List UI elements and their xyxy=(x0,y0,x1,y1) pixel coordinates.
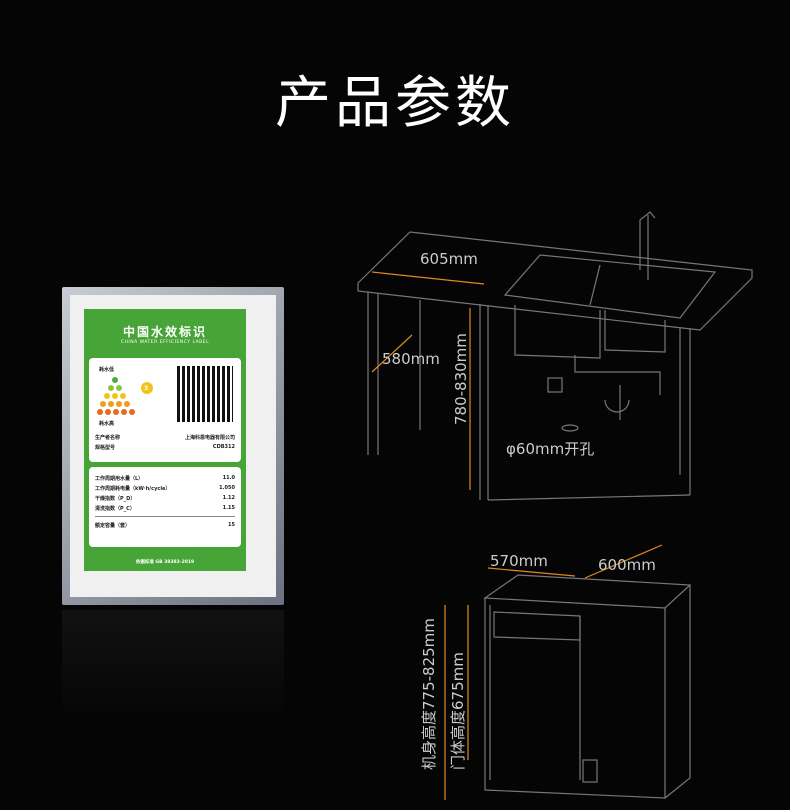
label-title: 中国水效标识 xyxy=(122,325,207,339)
spec-row: 清洗指数（P_C）1.15 xyxy=(95,505,235,512)
page-title: 产品参数 xyxy=(275,71,515,136)
label-reflection xyxy=(62,610,284,720)
grade-value: 3 xyxy=(144,385,149,392)
dishwasher-drawing xyxy=(483,574,692,799)
qr-code xyxy=(177,366,233,422)
label-standard: 依据标准 GB 38383-2019 xyxy=(135,560,195,565)
drain-hole: φ60mm开孔 xyxy=(506,440,595,458)
machine-height: 机身高度775-825mm xyxy=(420,618,438,770)
spec-row: 额定容量（套）15 xyxy=(95,522,235,529)
label-subtitle: CHINA WATER EFFICIENCY LABEL xyxy=(120,340,210,345)
cabinet-drawing xyxy=(357,211,753,501)
machine-width: 570mm xyxy=(490,552,548,570)
producer: 上海科恩电器有限公司 xyxy=(184,434,235,441)
model: CDB312 xyxy=(212,444,235,450)
cabinet-width: 605mm xyxy=(420,250,478,268)
grade-high: 耗水高 xyxy=(99,421,115,427)
producer-label: 生产者名称 xyxy=(95,434,121,441)
cabinet-depth: 580mm xyxy=(382,350,440,368)
water-efficiency-label: 中国水效标识 CHINA WATER EFFICIENCY LABEL 耗水低 … xyxy=(84,309,246,571)
dimension-lines xyxy=(371,271,663,800)
water-label-frame: 中国水效标识 CHINA WATER EFFICIENCY LABEL 耗水低 … xyxy=(62,287,284,605)
spec-row: 工作周期耗电量（kW·h/cycle）1.050 xyxy=(95,485,235,492)
machine-depth: 600mm xyxy=(598,556,656,574)
water-drops-icon xyxy=(97,377,153,415)
spec-row: 工作周期用水量（L）11.0 xyxy=(95,475,235,482)
spec-row: 干燥指数（P_D）1.12 xyxy=(95,495,235,502)
grade-low: 耗水低 xyxy=(99,367,115,373)
cabinet-height: 780-830mm xyxy=(452,333,470,425)
door-height: 门体高度675mm xyxy=(449,652,467,770)
model-label: 规格型号 xyxy=(95,444,116,451)
